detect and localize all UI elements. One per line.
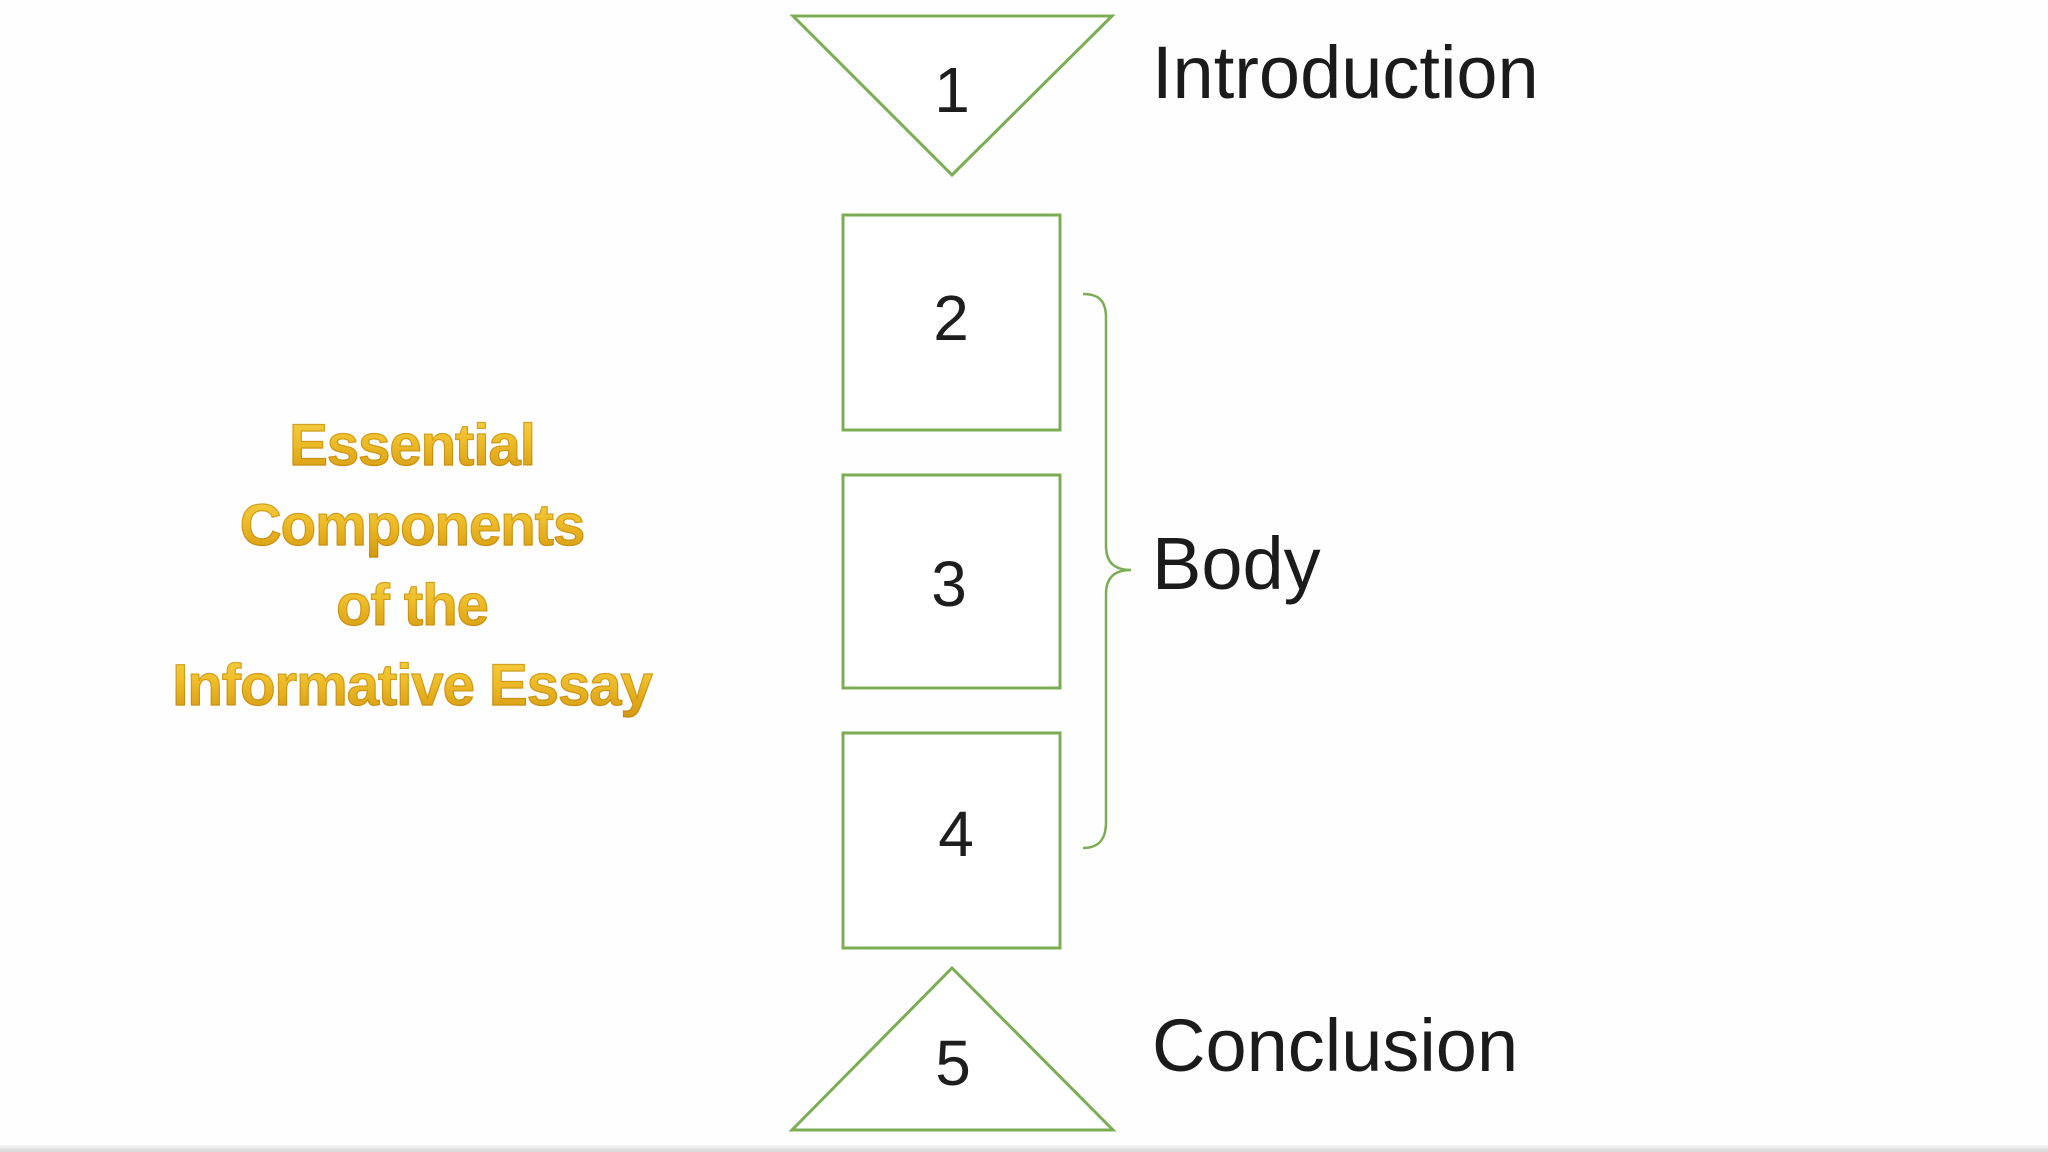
step-number-2: 2 xyxy=(933,282,969,354)
square-step4 xyxy=(841,731,1062,950)
step-number-3: 3 xyxy=(931,548,967,620)
triangle-step5 xyxy=(788,965,1117,1132)
introduction-label: Introduction xyxy=(1152,31,1539,114)
slide-title: Essential Components of the Informative … xyxy=(152,406,672,726)
conclusion-label: Conclusion xyxy=(1152,1004,1519,1087)
step-number-1: 1 xyxy=(934,54,970,126)
step-number-5: 5 xyxy=(935,1027,971,1099)
title-line-3: of the xyxy=(152,566,672,646)
title-line-4: Informative Essay xyxy=(152,646,672,726)
title-line-2: Components xyxy=(152,486,672,566)
body-label: Body xyxy=(1152,522,1321,605)
inverted-triangle-step1 xyxy=(789,14,1116,178)
bottom-edge-strip xyxy=(0,1145,2048,1152)
step-number-4: 4 xyxy=(938,798,974,870)
square-step2 xyxy=(841,213,1062,432)
title-line-1: Essential xyxy=(152,406,672,486)
body-group-brace xyxy=(1082,292,1132,850)
square-step3 xyxy=(841,473,1062,690)
